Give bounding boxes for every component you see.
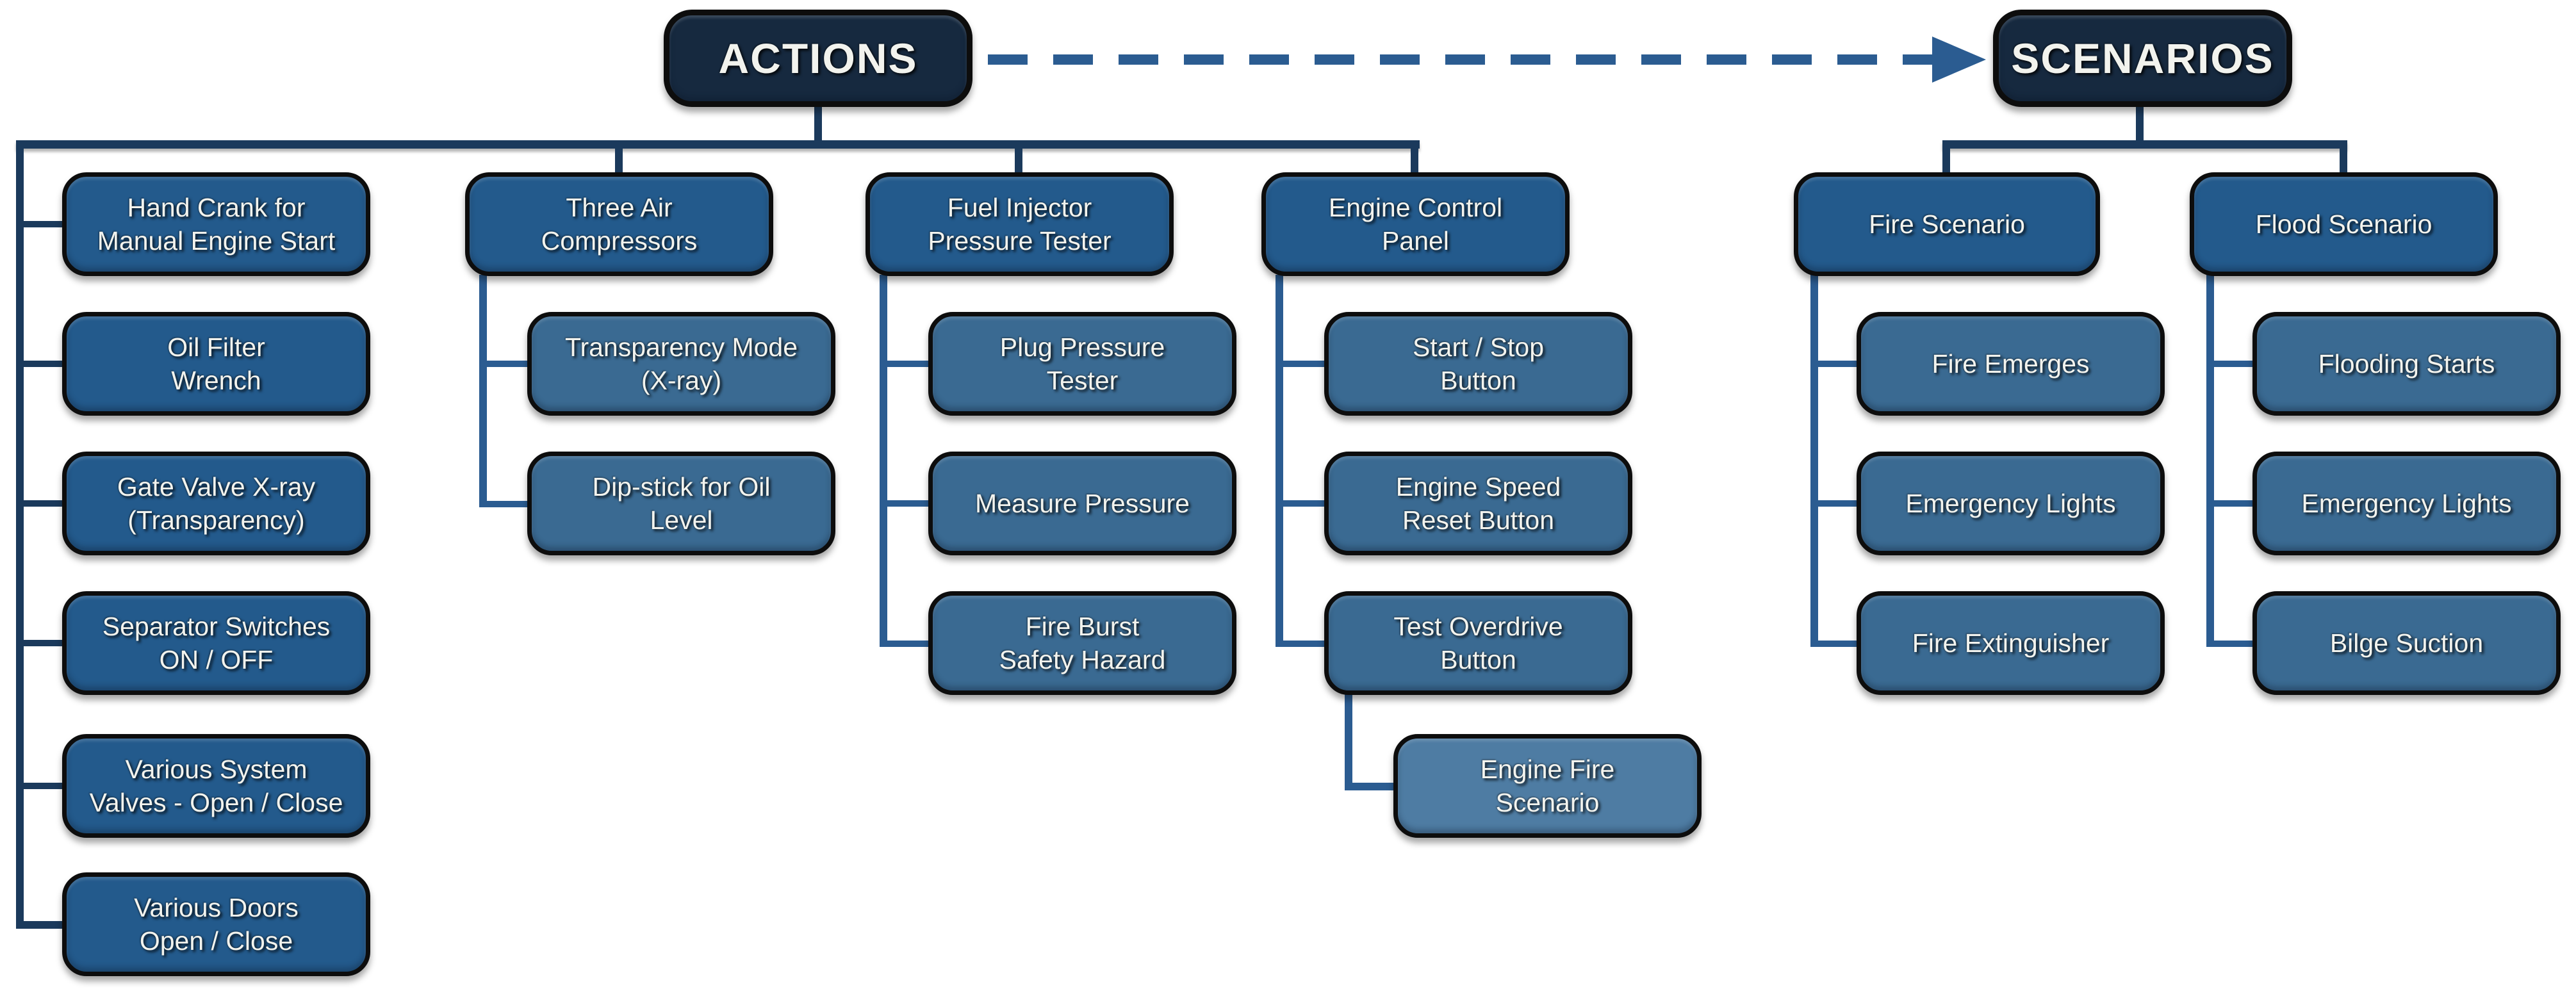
- col3-subrail: [880, 275, 887, 647]
- fire-stub-2: [1814, 500, 1857, 507]
- node-oil-filter-wrench: Oil Filter Wrench: [62, 312, 370, 416]
- fire-drop-line: [1942, 140, 1950, 175]
- actions-drop-line: [814, 106, 822, 144]
- col3-stub-2: [883, 500, 929, 507]
- left-stub-1: [20, 221, 62, 227]
- node-fire-extinguisher: Fire Extinguisher: [1857, 591, 2165, 695]
- scenarios-branch-bar: [1942, 140, 2347, 149]
- fire-subrail: [1810, 275, 1818, 647]
- col4-drop-line: [1411, 140, 1418, 175]
- node-fire-scenario: Fire Scenario: [1794, 172, 2100, 276]
- overdrive-subrail: [1345, 694, 1352, 790]
- col4-stub-2: [1279, 500, 1325, 507]
- node-transparency-mode: Transparency Mode (X-ray): [527, 312, 835, 416]
- overdrive-stub: [1349, 783, 1394, 790]
- node-flood-emergency-lights: Emergency Lights: [2252, 452, 2561, 555]
- flood-drop-line: [2340, 140, 2347, 175]
- node-fire-emerges: Fire Emerges: [1857, 312, 2165, 416]
- left-rail-line: [16, 140, 24, 929]
- node-flooding-starts: Flooding Starts: [2252, 312, 2561, 416]
- actions-branch-bar: [16, 140, 1420, 149]
- left-stub-3: [20, 500, 62, 507]
- col2-stub-2: [483, 501, 528, 507]
- node-measure-pressure: Measure Pressure: [928, 452, 1236, 555]
- node-fire-emergency-lights: Emergency Lights: [1857, 452, 2165, 555]
- actions-to-scenarios-arrow: [988, 37, 1986, 83]
- scenarios-header: SCENARIOS: [1993, 10, 2292, 107]
- flood-subrail: [2206, 275, 2214, 647]
- node-various-doors: Various Doors Open / Close: [62, 872, 370, 976]
- left-stub-2: [20, 361, 62, 367]
- node-three-air-compressors: Three Air Compressors: [465, 172, 773, 276]
- flood-stub-1: [2210, 361, 2253, 367]
- node-engine-speed-reset: Engine Speed Reset Button: [1324, 452, 1632, 555]
- col3-drop-line: [1015, 140, 1022, 175]
- actions-header: ACTIONS: [664, 10, 972, 107]
- node-gate-valve-xray: Gate Valve X-ray (Transparency): [62, 452, 370, 555]
- node-various-system-valves: Various System Valves - Open / Close: [62, 734, 370, 838]
- col3-stub-1: [883, 361, 929, 367]
- flood-stub-2: [2210, 500, 2253, 507]
- node-engine-control-panel: Engine Control Panel: [1261, 172, 1570, 276]
- node-test-overdrive-button: Test Overdrive Button: [1324, 591, 1632, 695]
- node-fuel-injector-tester: Fuel Injector Pressure Tester: [866, 172, 1174, 276]
- col3-stub-3: [883, 641, 929, 647]
- col2-subrail: [479, 275, 487, 507]
- node-start-stop-button: Start / Stop Button: [1324, 312, 1632, 416]
- col2-stub-1: [483, 361, 528, 367]
- flood-stub-3: [2210, 641, 2253, 647]
- node-hand-crank: Hand Crank for Manual Engine Start: [62, 172, 370, 276]
- col4-subrail: [1276, 275, 1283, 647]
- node-engine-fire-scenario: Engine Fire Scenario: [1393, 734, 1702, 838]
- node-fire-burst-hazard: Fire Burst Safety Hazard: [928, 591, 1236, 695]
- node-flood-scenario: Flood Scenario: [2190, 172, 2498, 276]
- fire-stub-3: [1814, 641, 1857, 647]
- col4-stub-1: [1279, 361, 1325, 367]
- node-dipstick-oil-level: Dip-stick for Oil Level: [527, 452, 835, 555]
- node-bilge-suction: Bilge Suction: [2252, 591, 2561, 695]
- arrowhead-icon: [1932, 37, 1986, 83]
- left-stub-4: [20, 640, 62, 646]
- left-stub-5: [20, 783, 62, 789]
- fire-stub-1: [1814, 361, 1857, 367]
- node-plug-pressure-tester: Plug Pressure Tester: [928, 312, 1236, 416]
- left-stub-6: [20, 921, 62, 929]
- col4-stub-3: [1279, 641, 1325, 647]
- col2-drop-line: [615, 140, 623, 175]
- node-separator-switches: Separator Switches ON / OFF: [62, 591, 370, 695]
- scenarios-drop-line: [2136, 106, 2144, 144]
